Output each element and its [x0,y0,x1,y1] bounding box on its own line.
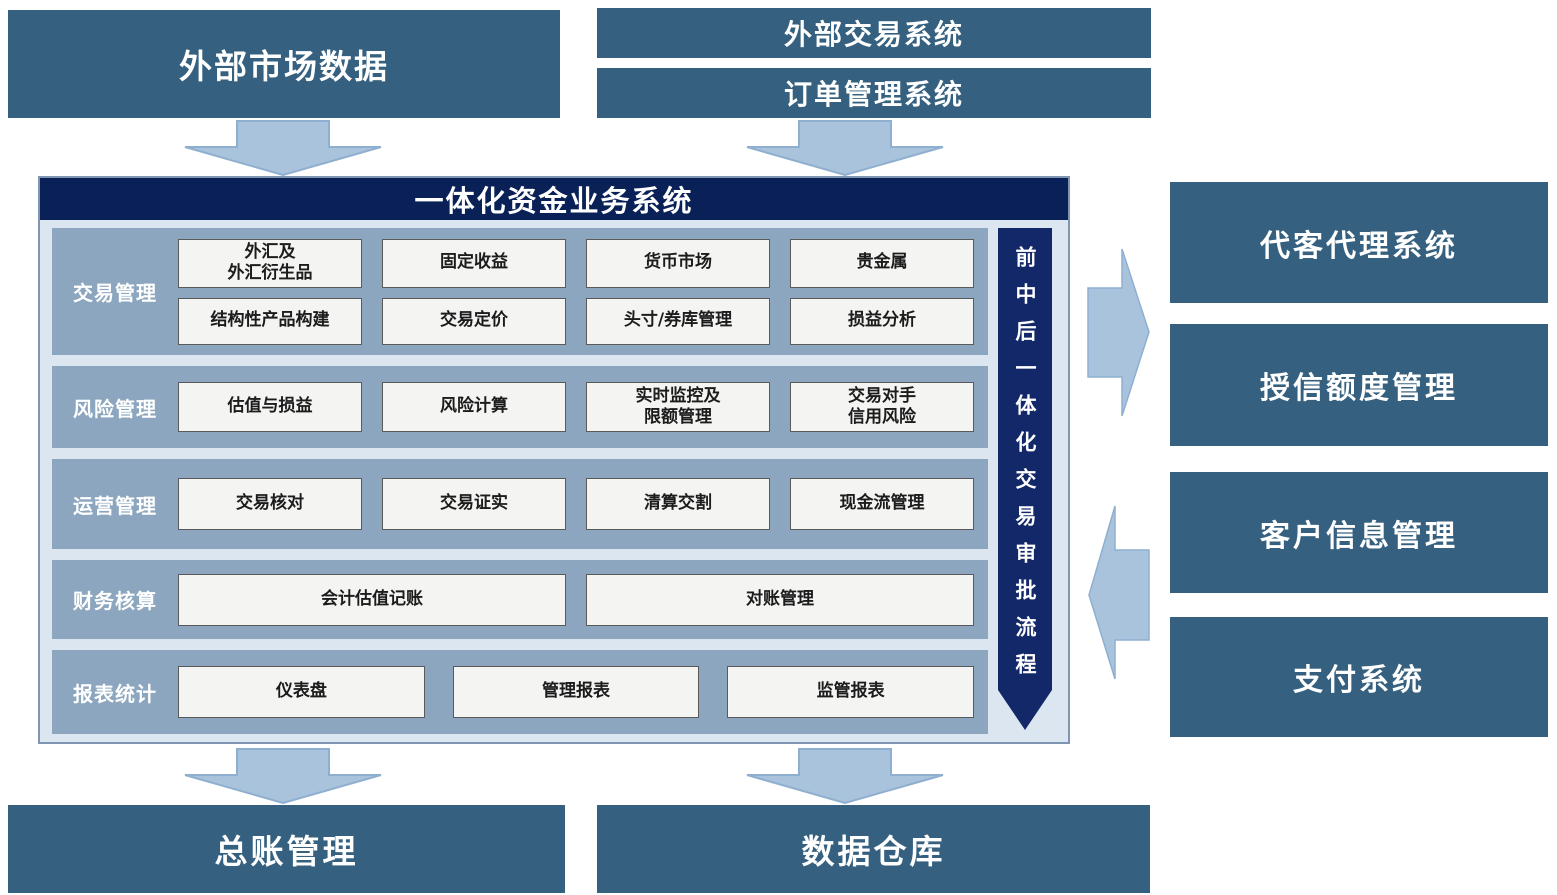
arrow-left-from-customer-icon [1088,505,1150,680]
module-cell: 监管报表 [727,666,975,718]
row-label: 交易管理 [73,281,157,305]
module-cell: 货币市场 [586,238,770,288]
row-risk-management: 风险管理 估值与损益 风险计算 实时监控及 限额管理 交易对手 信用风险 [52,366,988,448]
row-label: 报表统计 [73,681,157,706]
external-trading-system-box: 外部交易系统 [597,8,1151,58]
module-cell: 清算交割 [586,478,770,530]
module-cell: 仪表盘 [178,666,425,718]
module-cell: 损益分析 [790,297,974,345]
module-rows: 交易管理 外汇及 外汇衍生品 固定收益 货币市场 贵金属 结构性产品构建 交易定… [52,228,988,734]
external-market-data-box: 外部市场数据 [8,10,560,118]
row-reporting-statistics: 报表统计 仪表盘 管理报表 监管报表 [52,650,988,734]
module-cell: 头寸/券库管理 [586,297,770,345]
module-cell: 估值与损益 [178,382,362,432]
approval-process-label: 前中后一体化交易审批流程 [1013,246,1037,690]
row-trade-management: 交易管理 外汇及 外汇衍生品 固定收益 货币市场 贵金属 结构性产品构建 交易定… [52,228,988,355]
row-label: 财务核算 [73,589,157,613]
module-cell: 结构性产品构建 [178,297,362,345]
module-cell: 固定收益 [382,238,566,288]
module-cell: 风险计算 [382,382,566,432]
arrow-down-general-ledger-icon [183,748,383,804]
arrow-right-to-agency-icon [1087,248,1150,417]
module-cell: 会计估值记账 [178,573,566,626]
module-cell: 贵金属 [790,238,974,288]
credit-limit-management-box: 授信额度管理 [1170,324,1548,446]
agency-system-box: 代客代理系统 [1170,182,1548,303]
module-cell: 交易定价 [382,297,566,345]
payment-system-box: 支付系统 [1170,617,1548,737]
module-cell: 实时监控及 限额管理 [586,382,770,432]
integrated-treasury-system-panel: 一体化资金业务系统 交易管理 外汇及 外汇衍生品 固定收益 货币市场 贵金属 结… [38,176,1070,744]
module-cell: 交易证实 [382,478,566,530]
row-label: 风险管理 [73,396,157,421]
module-cell: 交易核对 [178,478,362,530]
row-label: 运营管理 [73,493,157,518]
data-warehouse-box: 数据仓库 [597,805,1150,893]
arrow-down-data-warehouse-icon [745,748,945,804]
integrated-system-title: 一体化资金业务系统 [40,178,1068,220]
approval-process-ribbon: 前中后一体化交易审批流程 [998,228,1052,730]
module-cell: 对账管理 [586,573,974,626]
row-financial-accounting: 财务核算 会计估值记账 对账管理 [52,560,988,639]
module-cell: 管理报表 [452,666,700,718]
module-cell: 现金流管理 [790,478,974,530]
arrow-down-market-data-icon [183,120,383,176]
arrow-down-order-system-icon [745,120,945,176]
row-operations-management: 运营管理 交易核对 交易证实 清算交割 现金流管理 [52,459,988,549]
module-cell: 外汇及 外汇衍生品 [178,238,362,288]
general-ledger-box: 总账管理 [8,805,565,893]
module-cell: 交易对手 信用风险 [790,382,974,432]
order-management-system-box: 订单管理系统 [597,68,1151,118]
customer-info-management-box: 客户信息管理 [1170,472,1548,593]
